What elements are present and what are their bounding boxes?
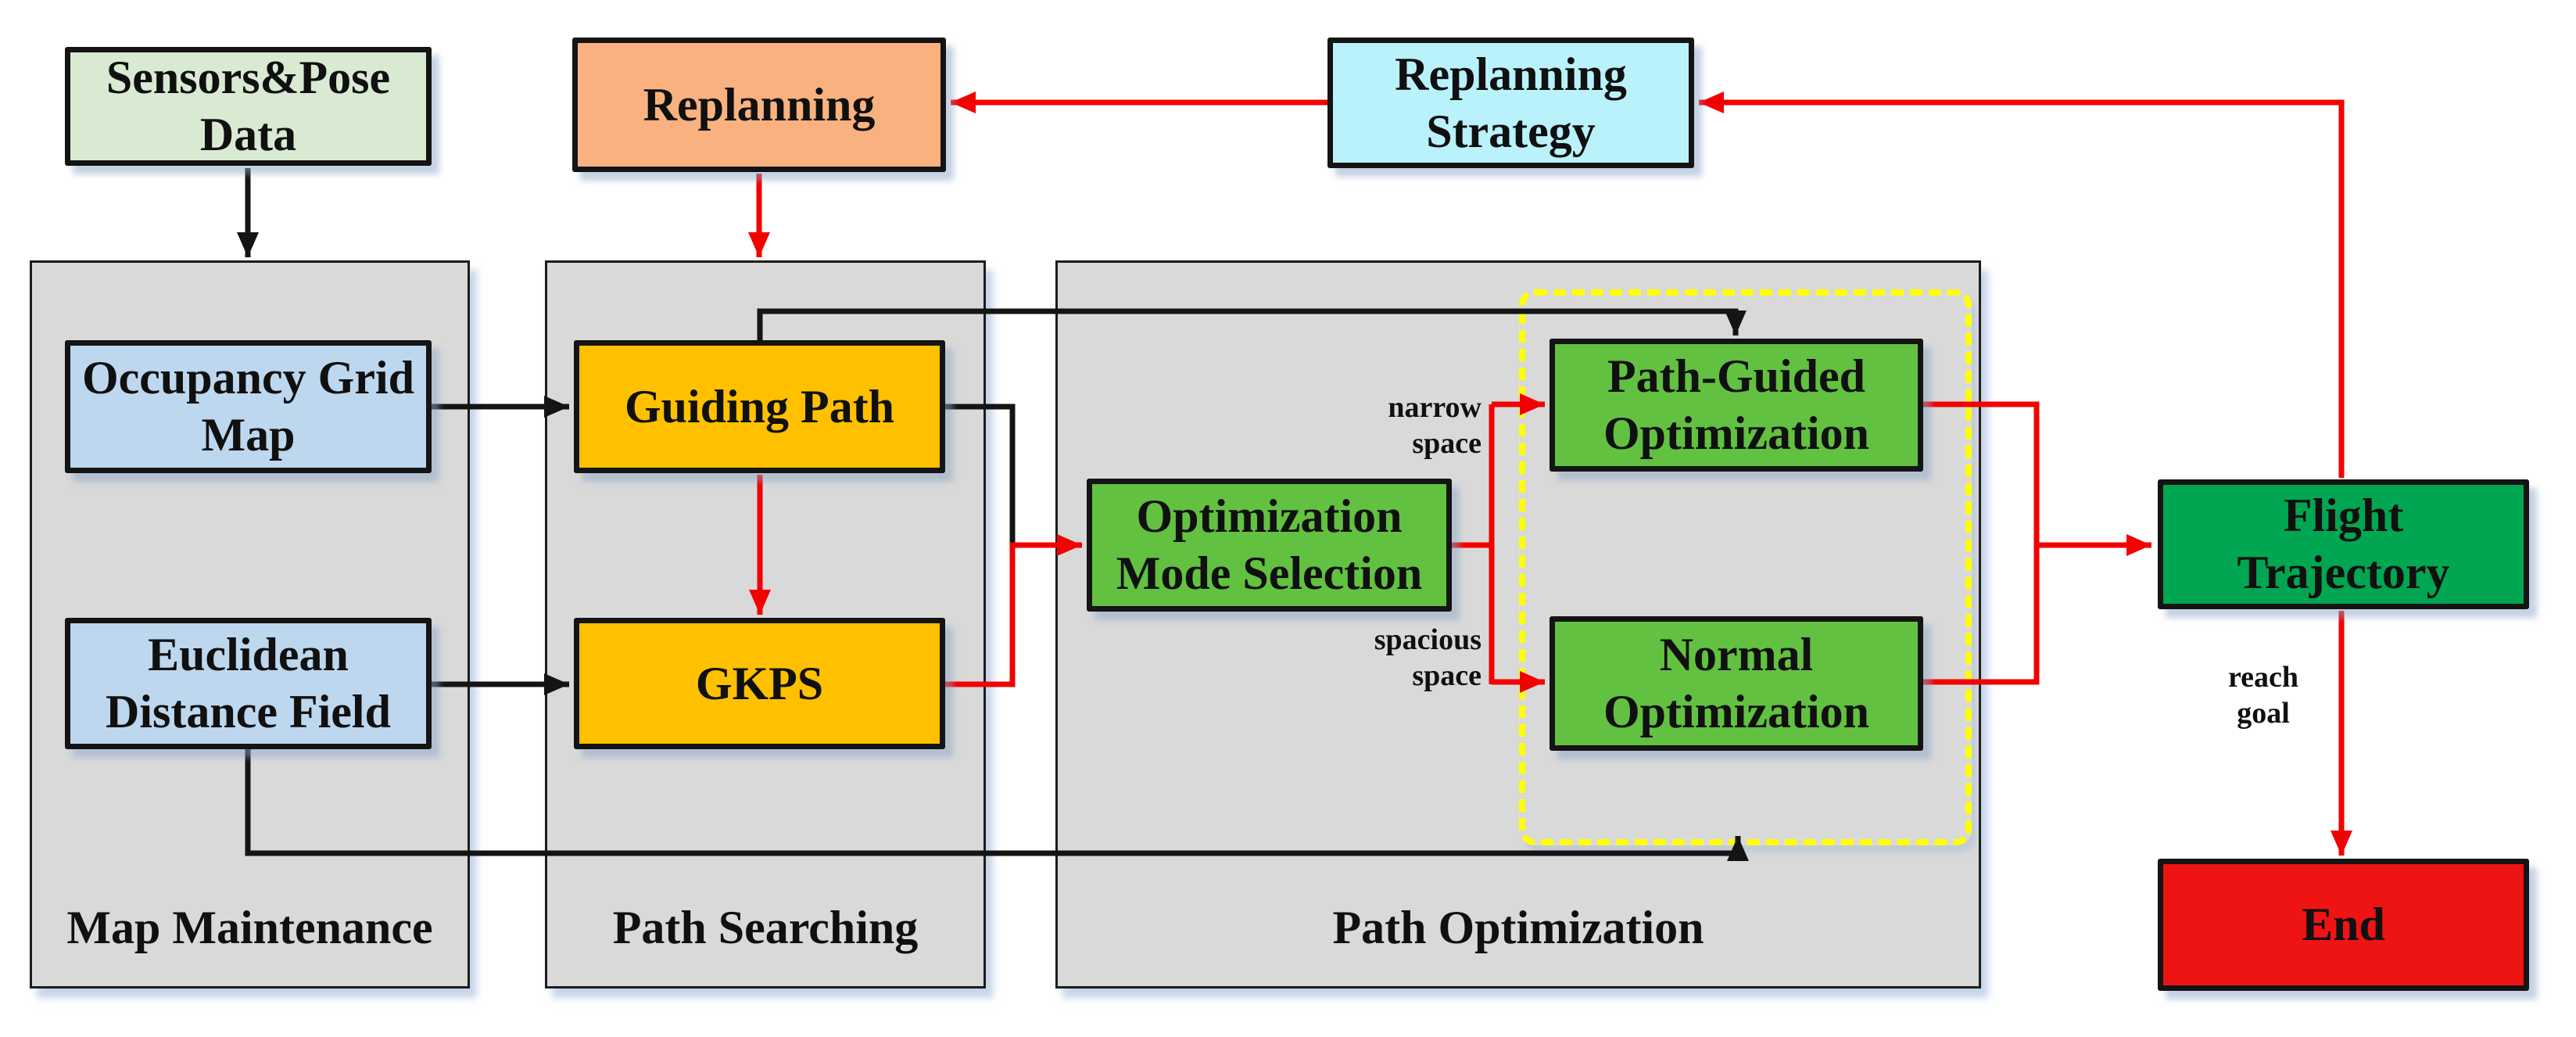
- node-replanning: Replanning: [572, 38, 946, 172]
- node-flight-trajectory: Flight Trajectory: [2158, 479, 2529, 609]
- node-label-path-guided-optimization: Path-Guided Optimization: [1603, 350, 1869, 459]
- node-label-normal-optimization: Normal Optimization: [1603, 629, 1869, 737]
- node-optimization-mode-selection: Optimization Mode Selection: [1087, 479, 1452, 612]
- node-label-sensors-pose-data: Sensors&Pose Data: [106, 52, 391, 160]
- node-gkps: GKPS: [574, 618, 945, 749]
- edge-edf-to-dashed-group: [245, 749, 1749, 861]
- node-label-occupancy-grid-map: Occupancy Grid Map: [81, 352, 414, 461]
- node-label-guiding-path: Guiding Path: [624, 380, 895, 432]
- node-euclidean-distance-field: Euclidean Distance Field: [65, 618, 432, 749]
- node-normal-optimization: Normal Optimization: [1550, 616, 1923, 751]
- edge-guiding-path-to-oms-junction: [945, 404, 1016, 543]
- node-end: End: [2158, 859, 2529, 991]
- edge-label-narrow-space: narrow space: [1388, 391, 1481, 460]
- node-label-replanning: Replanning: [643, 78, 876, 131]
- panel-label-path-searching: Path Searching: [612, 902, 919, 953]
- node-occupancy-grid-map: Occupancy Grid Map: [65, 340, 432, 473]
- panel-label-map-maintenance: Map Maintenance: [66, 902, 433, 953]
- node-label-gkps: GKPS: [695, 657, 824, 709]
- edge-flight-trajectory-to-strategy-feedback: [1699, 92, 2345, 478]
- edge-optimizers-merge: [1923, 401, 2040, 685]
- node-sensors-pose-data: Sensors&Pose Data: [65, 47, 432, 166]
- edge-guiding-path-to-path-guided-optimization: [757, 308, 1747, 342]
- node-label-euclidean-distance-field: Euclidean Distance Field: [106, 629, 391, 737]
- panel-label-path-optimization: Path Optimization: [1332, 902, 1704, 953]
- node-label-end: End: [2302, 899, 2385, 950]
- edge-label-reach-goal: reach goal: [2227, 661, 2299, 730]
- node-label-replanning-strategy: Replanning Strategy: [1395, 48, 1627, 157]
- node-path-guided-optimization: Path-Guided Optimization: [1550, 339, 1923, 472]
- node-guiding-path: Guiding Path: [574, 340, 945, 473]
- edge-label-spacious-space: spacious space: [1374, 623, 1481, 692]
- node-replanning-strategy: Replanning Strategy: [1327, 38, 1694, 168]
- node-label-flight-trajectory: Flight Trajectory: [2237, 490, 2450, 598]
- edge-gkps-to-oms: [945, 534, 1082, 687]
- node-label-optimization-mode-selection: Optimization Mode Selection: [1116, 490, 1423, 599]
